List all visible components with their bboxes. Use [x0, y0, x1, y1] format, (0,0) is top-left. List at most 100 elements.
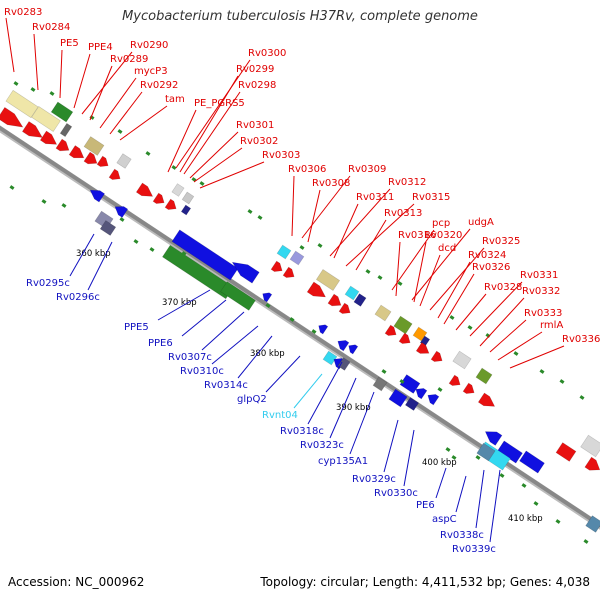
- gene-feature: [55, 138, 70, 152]
- gene-mark: [199, 181, 205, 186]
- leader-line: [411, 228, 471, 301]
- gene-label: Rv0311: [356, 192, 394, 203]
- gene-feature: [393, 315, 413, 335]
- leader-line: [391, 229, 435, 291]
- scale-label: 380 kbp: [250, 349, 285, 359]
- leader-line: [109, 91, 143, 135]
- leader-line: [157, 289, 211, 321]
- gene-feature: [415, 388, 428, 400]
- gene-feature: [315, 269, 341, 291]
- gene-feature: [180, 204, 192, 216]
- gene-label: Rv0325: [482, 236, 520, 247]
- gene-feature: [162, 244, 234, 300]
- gene-feature: [462, 382, 475, 394]
- gene-feature: [519, 450, 545, 474]
- gene-mark: [41, 199, 47, 204]
- leader-line: [183, 91, 241, 175]
- gene-mark: [171, 165, 177, 170]
- gene-feature: [282, 266, 295, 278]
- gene-mark: [49, 91, 55, 96]
- gene-feature: [348, 344, 359, 355]
- gene-mark: [583, 539, 589, 544]
- leader-line: [489, 319, 527, 353]
- gene-label: PE5: [60, 38, 79, 49]
- gene-label: Rv0295c: [26, 278, 70, 289]
- gene-feature: [83, 151, 98, 165]
- gene-label: PPE5: [124, 322, 149, 333]
- gene-feature: [427, 394, 440, 406]
- leader-line: [181, 299, 227, 337]
- gene-label: rmlA: [540, 320, 563, 331]
- leader-line: [291, 175, 295, 237]
- gene-label: Rvnt04: [262, 410, 298, 421]
- leader-line: [345, 203, 415, 267]
- gene-label: dcd: [438, 243, 456, 254]
- gene-label: Rv0326: [472, 262, 510, 273]
- gene-feature: [372, 376, 388, 392]
- gene-feature: [262, 292, 273, 303]
- leader-line: [193, 147, 243, 183]
- gene-feature: [484, 431, 503, 446]
- gene-label: Rv0289: [110, 54, 148, 65]
- gene-feature: [220, 281, 256, 311]
- gene-feature: [39, 130, 58, 145]
- gene-label: Rv0332: [522, 286, 560, 297]
- gene-label: cyp135A1: [318, 456, 368, 467]
- leader-line: [87, 241, 113, 291]
- leader-line: [349, 391, 375, 455]
- gene-feature: [276, 244, 292, 260]
- gene-mark: [521, 483, 527, 488]
- gene-feature: [289, 250, 305, 266]
- gene-mark: [61, 203, 67, 208]
- gene-label: Rv0318c: [280, 426, 324, 437]
- gene-mark: [299, 245, 305, 250]
- gene-label: Rv0301: [236, 120, 274, 131]
- leader-line: [307, 189, 321, 243]
- gene-label: Rv0306: [288, 164, 326, 175]
- gene-label: Rv0338c: [440, 530, 484, 541]
- leader-line: [293, 373, 323, 409]
- leader-line: [395, 241, 401, 297]
- gene-feature: [398, 332, 411, 344]
- gene-feature: [152, 192, 165, 204]
- gene-feature: [374, 304, 392, 322]
- gene-feature: [0, 106, 24, 128]
- gene-mark: [381, 369, 387, 374]
- gene-mark: [247, 209, 253, 214]
- gene-mark: [475, 455, 481, 460]
- gene-feature: [116, 153, 132, 169]
- gene-feature: [477, 392, 496, 407]
- gene-feature: [96, 155, 109, 167]
- gene-mark: [539, 369, 545, 374]
- gene-mark: [89, 115, 95, 120]
- gene-feature: [322, 350, 338, 366]
- leader-line: [333, 203, 359, 259]
- gene-mark: [145, 151, 151, 156]
- leader-line: [419, 254, 441, 307]
- gene-feature: [306, 281, 327, 298]
- gene-feature: [430, 350, 443, 362]
- gene-feature: [171, 183, 185, 197]
- gene-mark: [397, 281, 403, 286]
- gene-label: Rv0310c: [180, 366, 224, 377]
- gene-label: PE6: [416, 500, 435, 511]
- gene-mark: [533, 501, 539, 506]
- gene-feature: [585, 515, 600, 533]
- gene-feature: [135, 182, 154, 197]
- gene-feature: [68, 145, 85, 159]
- gene-label: Rv0320: [424, 230, 462, 241]
- gene-feature: [270, 260, 283, 272]
- gene-mark: [257, 215, 263, 220]
- leader-line: [455, 293, 487, 331]
- gene-mark: [119, 217, 125, 222]
- gene-mark: [133, 239, 139, 244]
- leader-line: [355, 219, 387, 271]
- gene-label: Rv0313: [384, 208, 422, 219]
- leader-line: [119, 105, 168, 141]
- scale-label: 410 kbp: [508, 514, 543, 524]
- gene-label: udgA: [468, 217, 494, 228]
- gene-label: tam: [165, 94, 185, 105]
- scale-label: 400 kbp: [422, 458, 457, 468]
- leader-line: [479, 297, 525, 347]
